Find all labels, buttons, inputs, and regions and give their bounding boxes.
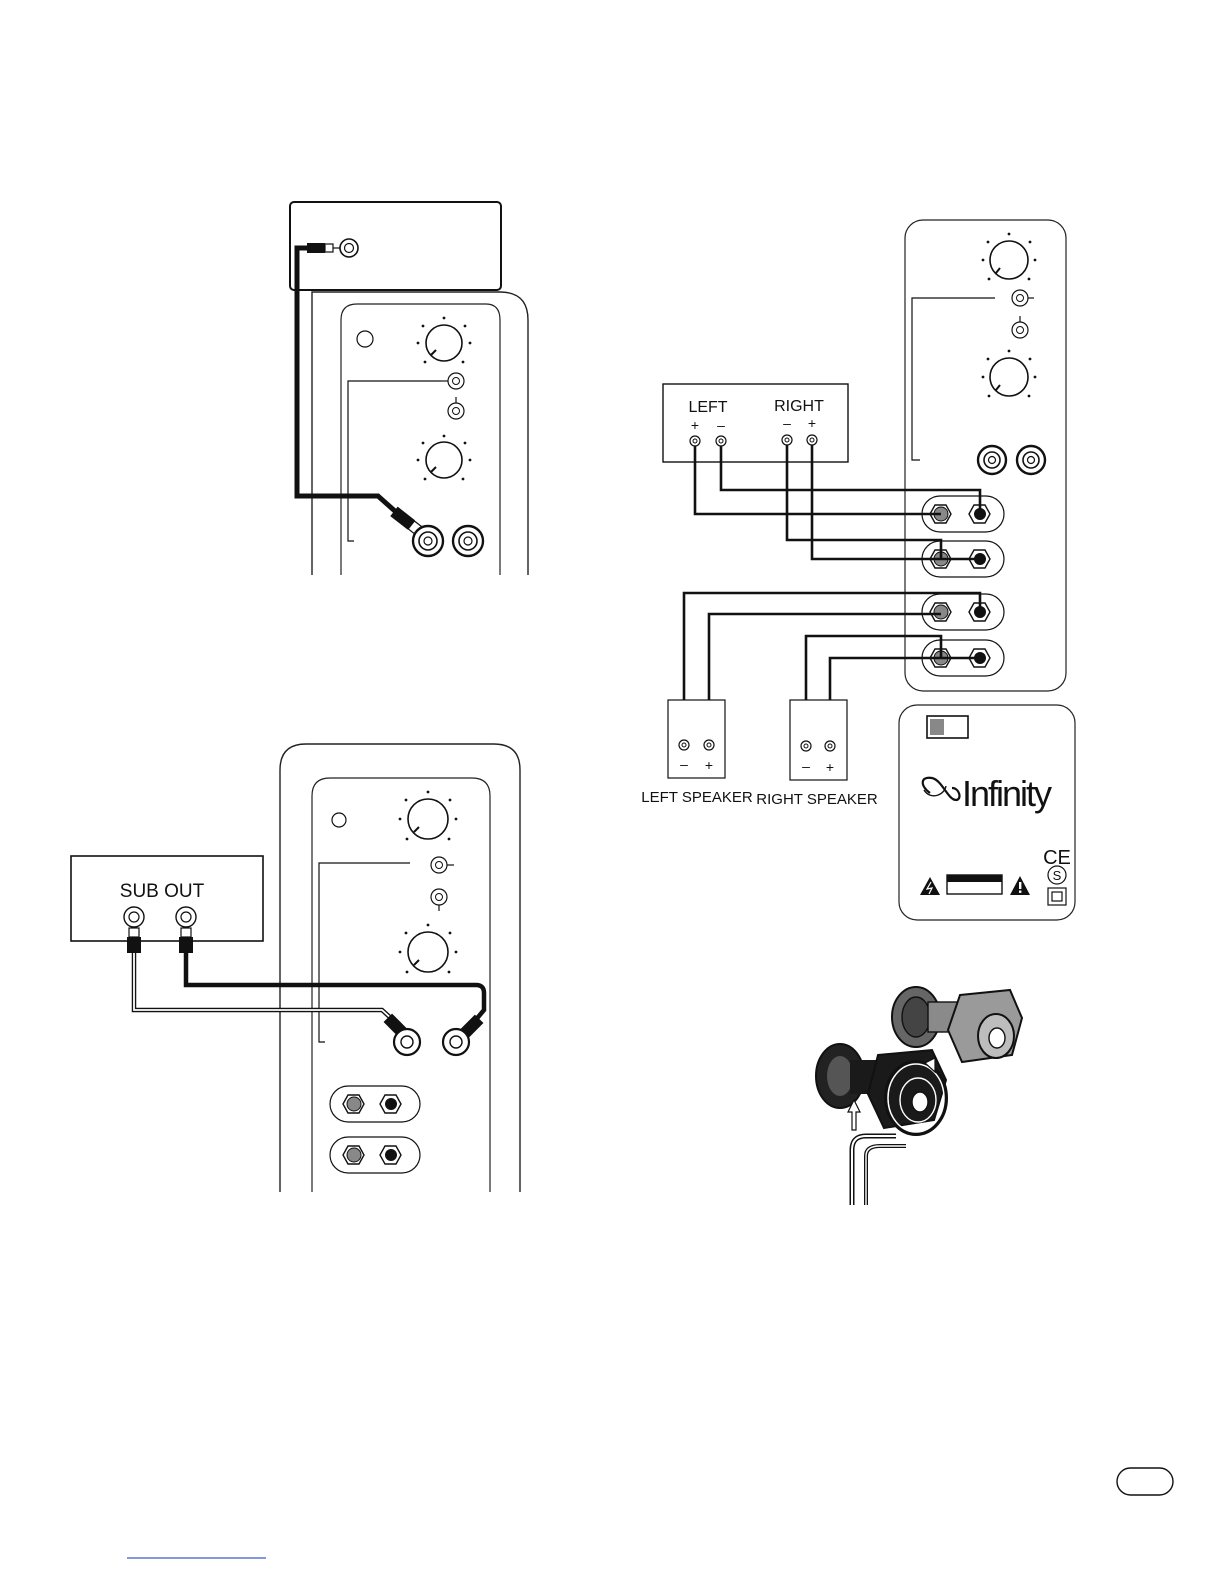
page-number-tab	[1117, 1468, 1173, 1495]
line-input-jack	[1017, 446, 1045, 474]
line-input-jack	[394, 1029, 420, 1055]
right-speaker-minus: –	[802, 758, 810, 774]
line-input-jack	[453, 526, 483, 556]
power-led	[357, 331, 373, 347]
s-mark: S	[1053, 868, 1062, 883]
level-knob-icon	[399, 791, 458, 841]
rca-plug	[307, 243, 325, 253]
diagram-sub-out-connection: SUB OUT	[71, 744, 520, 1192]
speaker-terminal-pair	[330, 1137, 420, 1173]
left-speaker-plus: +	[705, 757, 713, 773]
sub-out-jack	[176, 907, 196, 927]
toggle-switch-icon	[431, 889, 447, 911]
diagram-single-rca-connection	[290, 202, 528, 575]
diagram-speaker-level-connection: LEFT RIGHT + – – + –	[641, 220, 1075, 920]
crossover-knob-icon	[417, 435, 472, 481]
toggle-switch-icon	[431, 857, 454, 873]
receiver-left-label: LEFT	[688, 399, 727, 416]
receiver-right-plus: +	[808, 415, 816, 431]
left-speaker-box	[668, 700, 725, 778]
toggle-switch-icon	[441, 373, 464, 389]
power-led	[332, 813, 346, 827]
receiver-right-minus: –	[783, 415, 791, 431]
sub-out-label: SUB OUT	[120, 881, 205, 902]
binding-post-closeup-illustration	[816, 987, 1022, 1205]
left-speaker-label: LEFT SPEAKER	[641, 789, 753, 806]
level-knob-icon	[417, 317, 472, 364]
crossover-knob-icon	[399, 924, 458, 974]
speaker-terminal-pair	[330, 1086, 420, 1122]
line-input-jack	[443, 1029, 469, 1055]
right-speaker-label: RIGHT SPEAKER	[756, 791, 878, 808]
receiver-left-plus: +	[691, 417, 699, 433]
double-insulation-icon	[1048, 888, 1066, 905]
subwoofer-outline	[280, 744, 520, 1192]
receiver-left-minus: –	[717, 417, 725, 433]
brand-logo-text: Infinity	[962, 773, 1052, 814]
right-speaker-plus: +	[826, 759, 834, 775]
line-input-jack	[978, 446, 1006, 474]
receiver-right-label: RIGHT	[774, 398, 824, 415]
line-input-jack	[413, 526, 443, 556]
right-speaker-box	[790, 700, 847, 780]
left-speaker-minus: –	[680, 756, 688, 772]
lfe-output-jack	[340, 239, 358, 257]
speaker-terminal-pair	[922, 594, 1004, 630]
toggle-switch-icon	[448, 397, 464, 419]
sub-out-jack	[124, 907, 144, 927]
